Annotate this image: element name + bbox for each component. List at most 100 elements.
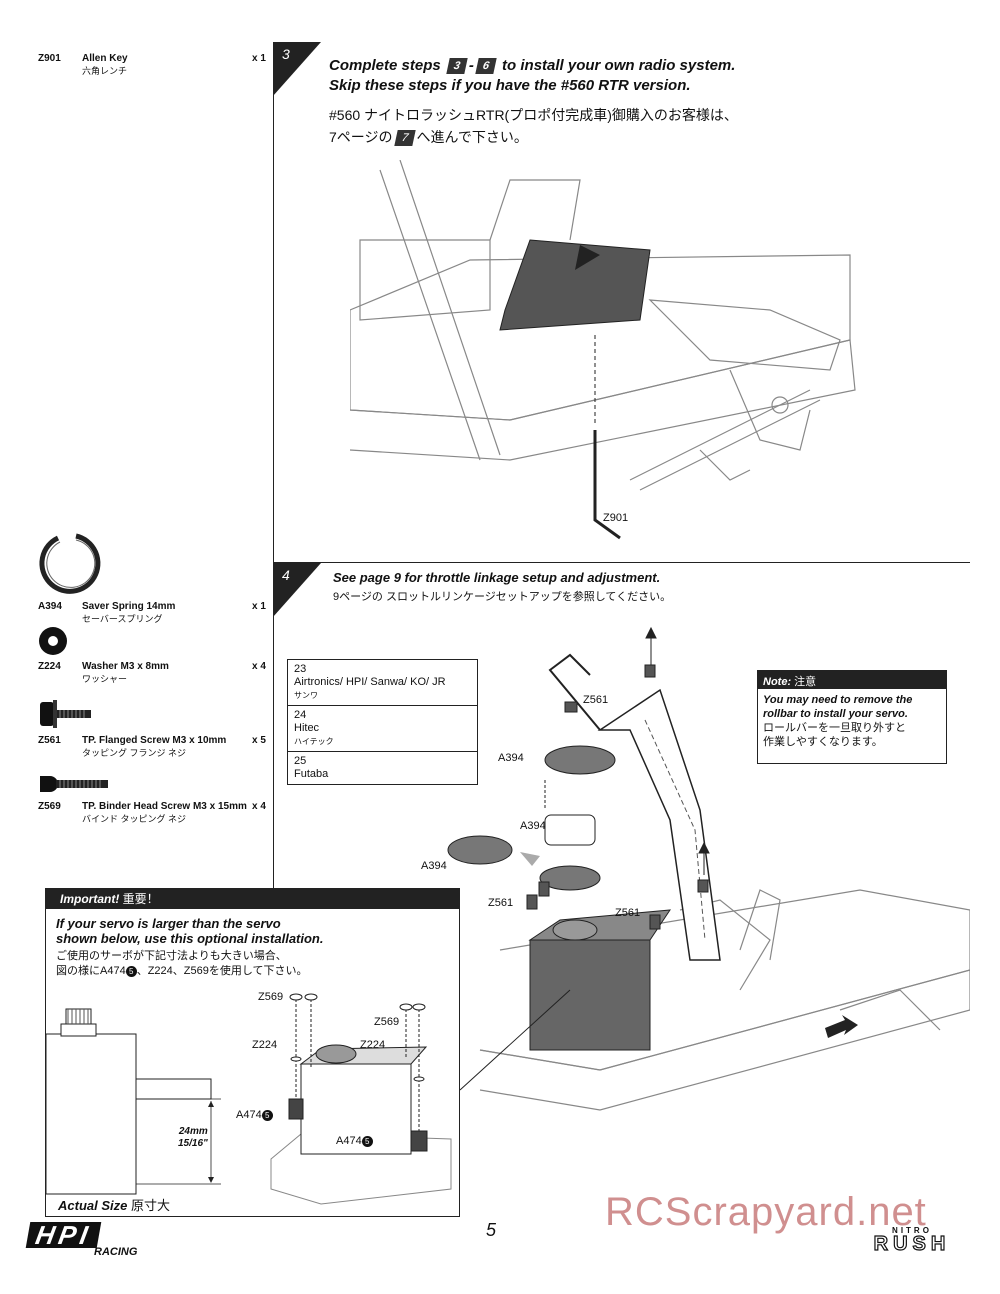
hpi-logo: HPI RACING [25, 1220, 158, 1262]
brand-sub-text: RACING [94, 1246, 138, 1258]
servo-row: 24 Hitec ハイテック [288, 706, 477, 752]
part-name-jp: セーバースプリング [82, 614, 163, 624]
step-3-title-b: to install your own radio system. [502, 57, 736, 74]
step-3-illustration [350, 160, 856, 540]
servo-row-num: 24 [294, 709, 307, 721]
important-box: Important! 重要！ If your servo is larger t… [45, 888, 460, 1217]
step-4-title: See page 9 for throttle linkage setup an… [333, 570, 661, 585]
note-text-jp1: ロールバーを一旦取り外すと [763, 722, 906, 734]
circled-number: 5 [125, 965, 137, 977]
part-name-jp: 六角レンチ [82, 66, 128, 76]
part-name: TP. Binder Head Screw M3 x 15mm バインド タッピ… [82, 801, 247, 825]
optional-install-illustration [270, 993, 452, 1205]
label-a474-a-text: A474 [236, 1109, 262, 1121]
step-3-title-line2: Skip these steps if you have the #560 RT… [329, 77, 691, 94]
part-name-en: TP. Binder Head Screw M3 x 15mm [82, 801, 247, 812]
label-z561-right: Z561 [615, 907, 641, 919]
part-qty: x 5 [252, 735, 266, 746]
part-code: Z224 [38, 661, 61, 672]
step-4-jp: 9ページの スロットルリンケージセットアップを参照してください。 [333, 591, 672, 603]
important-text-en: If your servo is larger than the servo s… [56, 916, 323, 946]
part-code: Z561 [38, 735, 61, 746]
saver-spring-icon [39, 533, 101, 594]
important-en-line2: shown below, use this optional installat… [56, 931, 324, 946]
step-3-jp: #560 ナイトロラッシュRTR(プロポ付完成車)御購入のお客様は、 7ページの… [329, 104, 738, 148]
nitro-rush-logo: NITRO RUSH [858, 1226, 966, 1255]
important-jp-line2b: 、Z224、Z569を使用して下さい。 [136, 965, 308, 977]
model-small-text: NITRO [892, 1226, 932, 1235]
part-qty: x 4 [252, 661, 266, 672]
brand-logo-text: HPI [25, 1220, 102, 1250]
servo-brand-table: 23 Airtronics/ HPI/ Sanwa/ KO/ JR サンワ 24… [287, 659, 478, 785]
step-3-jp-line1: #560 ナイトロラッシュRTR(プロポ付完成車)御購入のお客様は、 [329, 107, 738, 123]
important-header: Important! 重要！ [46, 889, 459, 909]
part-name: Allen Key 六角レンチ [82, 53, 128, 77]
step-3-jp-line2a: 7ページの [329, 129, 393, 145]
servo-row-jp: ハイテック [294, 737, 334, 746]
step-4-tab [273, 563, 321, 617]
page-number: 5 [486, 1220, 497, 1240]
part-name: Saver Spring 14mm セーバースプリング [82, 601, 175, 625]
label-z561-left: Z561 [488, 897, 514, 909]
label-a474-b-text: A474 [336, 1135, 362, 1147]
circled-number: 5 [361, 1135, 373, 1147]
binder-screw-icon [40, 776, 108, 792]
step-badge: 3 [446, 58, 468, 75]
important-jp-line2a: 図の様にA474 [56, 965, 126, 977]
step-3-dash: - [468, 57, 474, 74]
important-en-line1: If your servo is larger than the servo [56, 916, 281, 931]
label-z901: Z901 [603, 512, 629, 524]
servo-row: 23 Airtronics/ HPI/ Sanwa/ KO/ JR サンワ [288, 660, 477, 706]
part-code: A394 [38, 601, 62, 612]
part-name: TP. Flanged Screw M3 x 10mm タッピング フランジ ネ… [82, 735, 226, 759]
servo-row-brands: Airtronics/ HPI/ Sanwa/ KO/ JR [294, 676, 446, 688]
important-header-en: Important! [60, 892, 120, 906]
servo-row-num: 25 [294, 755, 307, 767]
label-a394-mid: A394 [520, 820, 546, 832]
label-z569-a: Z569 [258, 991, 284, 1003]
note-header: Note: 注意 [758, 671, 946, 689]
label-z569-b: Z569 [374, 1016, 400, 1028]
part-qty: x 1 [252, 601, 266, 612]
dimension-inch: 15/16" [178, 1138, 208, 1149]
step-badge: 7 [393, 130, 416, 147]
washer-icon [39, 627, 67, 655]
column-divider [273, 42, 274, 891]
dimension-label: 24mm 15/16" [178, 1126, 208, 1150]
note-text-jp2: 作業しやすくなります。 [763, 736, 883, 748]
model-text: RUSH [873, 1233, 951, 1255]
label-a394-top: A394 [498, 752, 524, 764]
important-jp-line1: ご使用のサーボが下記寸法よりも大きい場合、 [56, 950, 287, 962]
label-z224-b: Z224 [360, 1039, 386, 1051]
step-4-number: 4 [282, 567, 290, 583]
watermark: RCScrapyard.net [605, 1190, 927, 1234]
part-name: Washer M3 x 8mm ワッシャー [82, 661, 169, 685]
part-code: Z901 [38, 53, 61, 64]
step-3-title-a: Complete steps [329, 57, 441, 74]
dimension-mm: 24mm [178, 1126, 208, 1137]
servo-row-jp: サンワ [294, 691, 318, 700]
circled-number: 5 [261, 1109, 273, 1121]
step-4-illustration [447, 626, 970, 1111]
actual-size-servo [46, 1008, 221, 1195]
note-body: You may need to remove the rollbar to in… [758, 689, 946, 753]
flanged-screw-icon [40, 700, 91, 728]
actual-size-jp: 原寸大 [130, 1198, 170, 1213]
step-divider [273, 562, 970, 563]
step-3-jp-line2b: へ進んで下さい。 [416, 129, 528, 145]
part-name-jp: ワッシャー [82, 674, 128, 684]
label-z561-top: Z561 [583, 694, 609, 706]
actual-size-caption: Actual Size 原寸大 [58, 1195, 170, 1214]
step-badge: 6 [475, 58, 497, 75]
servo-row-num: 23 [294, 663, 307, 675]
label-z224-a: Z224 [252, 1039, 278, 1051]
label-a394-left: A394 [421, 860, 447, 872]
step-3-tab [273, 42, 321, 96]
part-name-en: Washer M3 x 8mm [82, 661, 169, 672]
part-name-en: Saver Spring 14mm [82, 601, 176, 612]
servo-row-brands: Futaba [294, 768, 329, 780]
part-name-en: TP. Flanged Screw M3 x 10mm [82, 735, 227, 746]
